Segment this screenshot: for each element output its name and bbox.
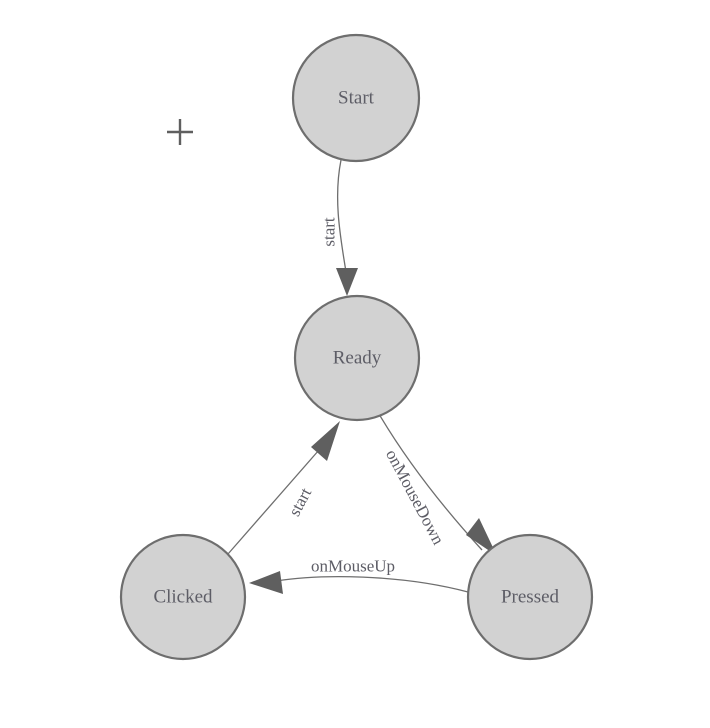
edge-label-pressed-to-clicked: onMouseUp xyxy=(311,557,395,576)
node-start[interactable]: Start xyxy=(291,33,421,163)
edge-path-pressed-to-clicked xyxy=(275,576,469,593)
node-ready-circle[interactable] xyxy=(293,294,421,422)
node-clicked-circle[interactable] xyxy=(119,533,247,661)
arrowhead-pressed-to-clicked xyxy=(249,571,283,594)
node-pressed-label: Pressed xyxy=(501,587,560,608)
edge-pressed-to-clicked[interactable]: onMouseUp xyxy=(249,557,469,595)
node-clicked[interactable]: Clicked xyxy=(119,533,247,661)
edge-ready-to-pressed[interactable]: onMouseDown xyxy=(378,413,497,556)
node-ready-label: Ready xyxy=(333,348,382,369)
arrowhead-start-to-ready xyxy=(336,268,358,296)
node-pressed-circle[interactable] xyxy=(466,533,594,661)
edge-label-start-to-ready: start xyxy=(320,217,339,247)
edge-clicked-to-ready[interactable]: start xyxy=(227,421,340,555)
node-ready[interactable]: Ready xyxy=(293,294,421,422)
edge-label-clicked-to-ready: start xyxy=(285,484,316,519)
node-pressed[interactable]: Pressed xyxy=(466,533,594,661)
node-clicked-label: Clicked xyxy=(153,587,213,608)
plus-crosshair-icon xyxy=(167,119,193,145)
node-start-circle[interactable] xyxy=(291,33,421,163)
arrowhead-clicked-to-ready xyxy=(311,421,340,461)
edge-label-ready-to-pressed: onMouseDown xyxy=(382,446,448,548)
edge-start-to-ready[interactable]: start xyxy=(320,159,359,296)
edge-path-clicked-to-ready xyxy=(227,441,327,555)
arrowhead-ready-to-pressed xyxy=(466,518,497,556)
node-start-label: Start xyxy=(338,88,375,109)
edge-path-start-to-ready xyxy=(336,159,347,273)
